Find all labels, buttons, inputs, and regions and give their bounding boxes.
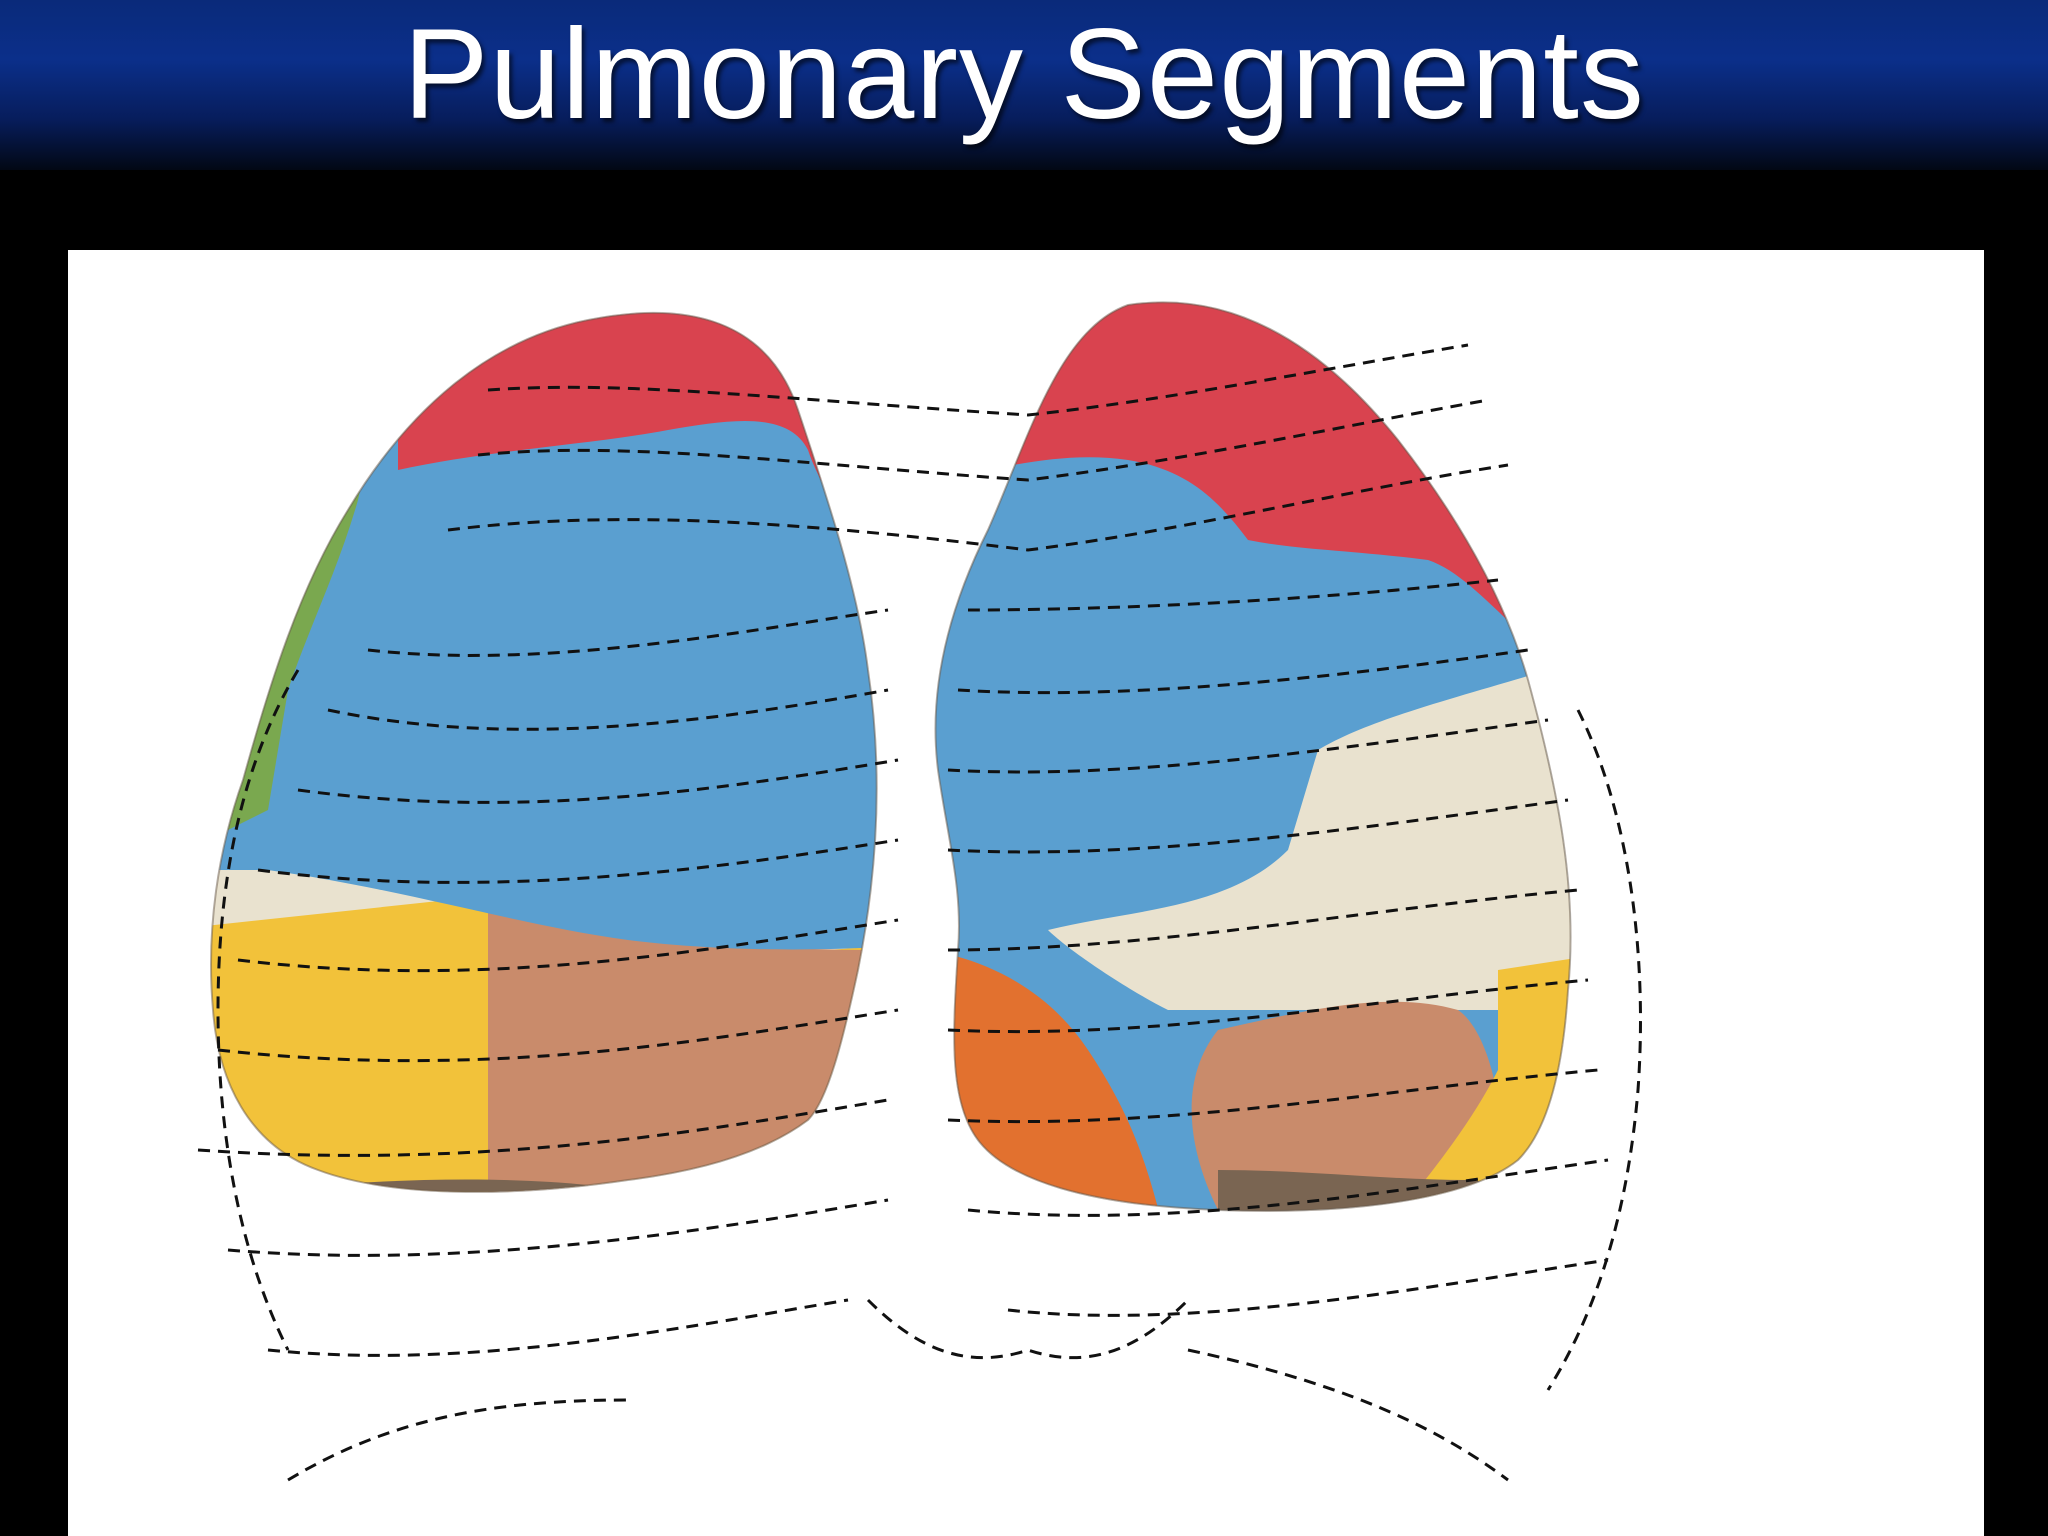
left-superior-lower-beige <box>1048 670 1571 1010</box>
left-pleura-dashed <box>1546 709 1642 1391</box>
rib-line-7b <box>947 798 1569 854</box>
rib-line-8b <box>947 888 1579 952</box>
rib-line-12b <box>1007 1258 1609 1317</box>
right-lung-outline <box>210 311 878 1193</box>
rib-dashed-lines <box>197 343 1642 1482</box>
left-lingula-segment <box>1191 1001 1501 1210</box>
lungs-drawing <box>197 301 1642 1482</box>
rib-line-6a <box>297 758 899 804</box>
left-lung-outline <box>934 301 1572 1212</box>
title-bar: Pulmonary Segments <box>0 0 2048 170</box>
rib-line-4a <box>367 608 889 657</box>
rib-line-9a <box>217 1008 899 1063</box>
rib-line-12a <box>267 1298 849 1357</box>
rib-line-1 <box>487 343 1469 417</box>
rib-line-10b <box>947 1068 1599 1124</box>
right-pleura-dashed <box>216 669 300 1351</box>
rib-line-2 <box>477 398 1489 482</box>
slide-title: Pulmonary Segments <box>403 3 1645 146</box>
rib-line-8a <box>237 918 899 973</box>
lung-segments-illustration <box>68 250 1984 1536</box>
right-lung <box>211 312 877 1192</box>
rib-line-13a <box>287 1398 629 1482</box>
rib-line-5a <box>327 688 889 731</box>
rib-line-10a <box>197 1098 889 1157</box>
rib-line-5b <box>957 648 1529 695</box>
rib-line-3 <box>447 463 1509 552</box>
diaphragm-dashed <box>866 1298 1190 1360</box>
rib-line-11b <box>967 1158 1609 1217</box>
rib-line-11a <box>227 1198 889 1257</box>
right-basal-orange-segment <box>548 1180 828 1192</box>
rib-line-6b <box>947 718 1549 774</box>
rib-line-4b <box>967 578 1499 612</box>
rib-line-13b <box>1187 1348 1509 1482</box>
rib-line-9b <box>947 978 1589 1034</box>
